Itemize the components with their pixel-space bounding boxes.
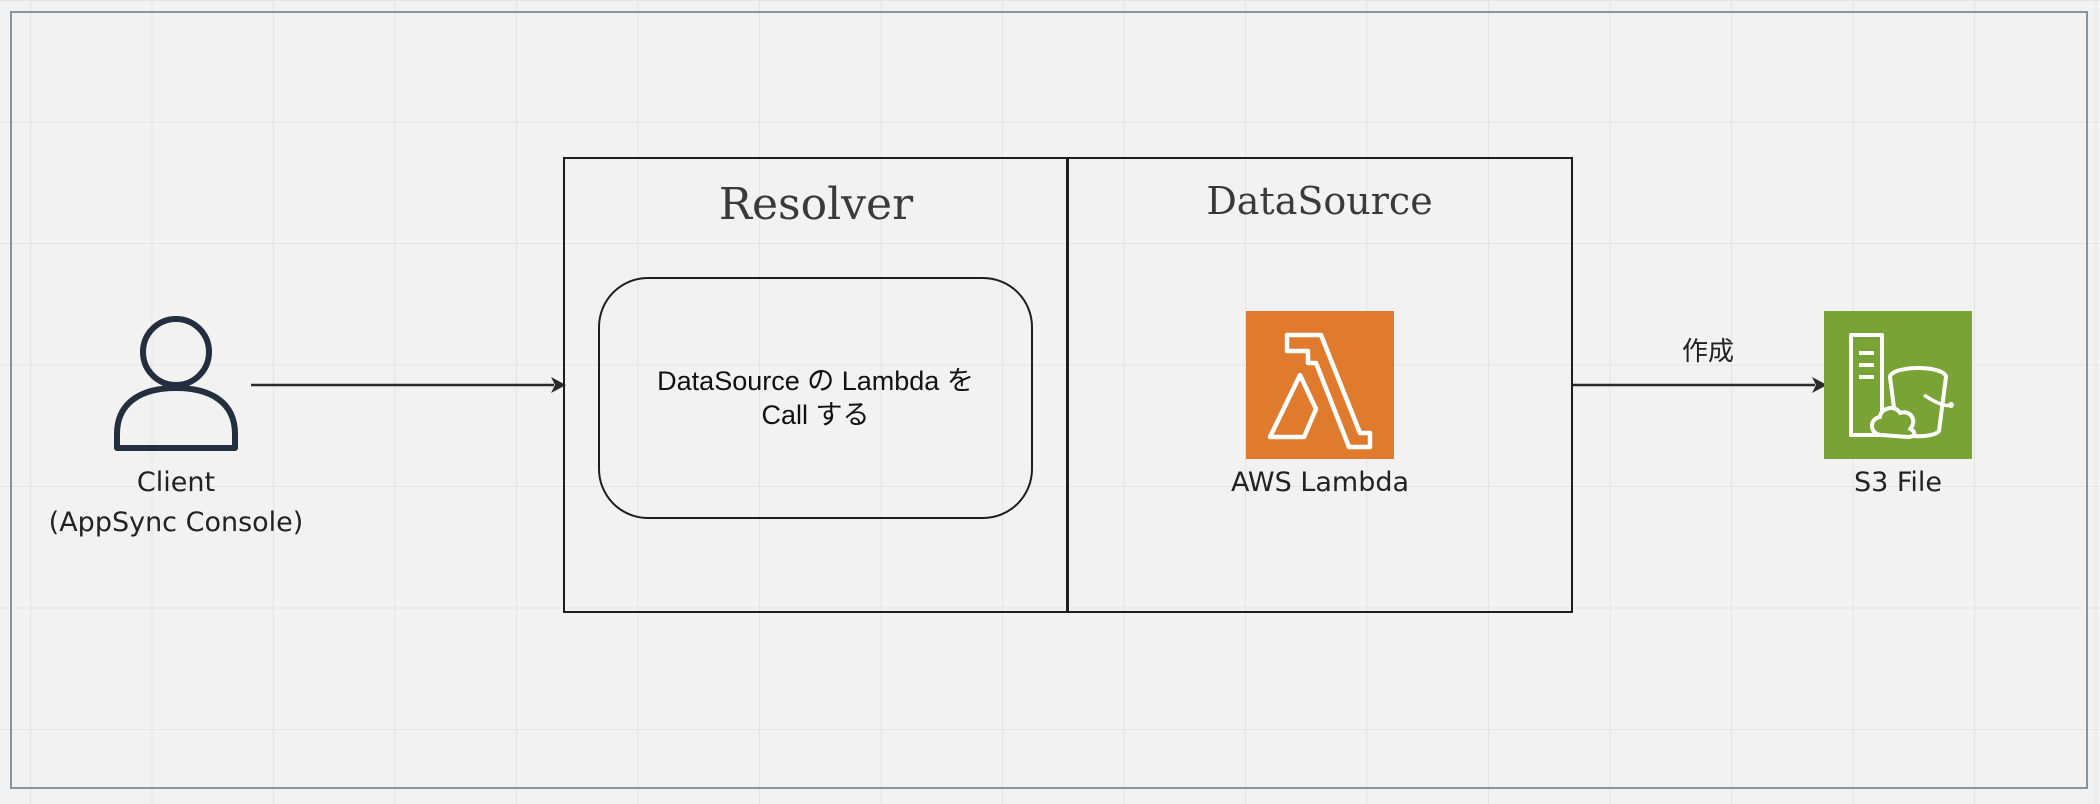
s3-bucket-file-icon xyxy=(1824,311,1972,459)
user-icon xyxy=(114,316,238,451)
aws-lambda-label: AWS Lambda xyxy=(1230,467,1410,498)
resolver-title: Resolver xyxy=(718,179,914,230)
resolver-panel: Resolver xyxy=(563,157,1069,613)
resolver-step-text: DataSource の Lambda を Call する xyxy=(657,366,974,430)
aws-lambda-icon xyxy=(1246,311,1394,459)
arrow-client-to-resolver xyxy=(251,377,566,393)
client-label-line1: Client xyxy=(136,467,216,498)
datasource-title: DataSource xyxy=(1206,179,1433,223)
edge-label-create: 作成 xyxy=(1681,337,1734,367)
client-label-line2: (AppSync Console) xyxy=(48,507,304,538)
datasource-panel: DataSource xyxy=(1066,157,1573,613)
s3-file-label: S3 File xyxy=(1853,467,1943,498)
outer-frame xyxy=(10,11,2088,789)
client-label: Client (AppSync Console) xyxy=(20,463,332,543)
resolver-step-box: DataSource の Lambda を Call する xyxy=(598,277,1033,519)
arrow-datasource-to-s3 xyxy=(1573,377,1827,393)
